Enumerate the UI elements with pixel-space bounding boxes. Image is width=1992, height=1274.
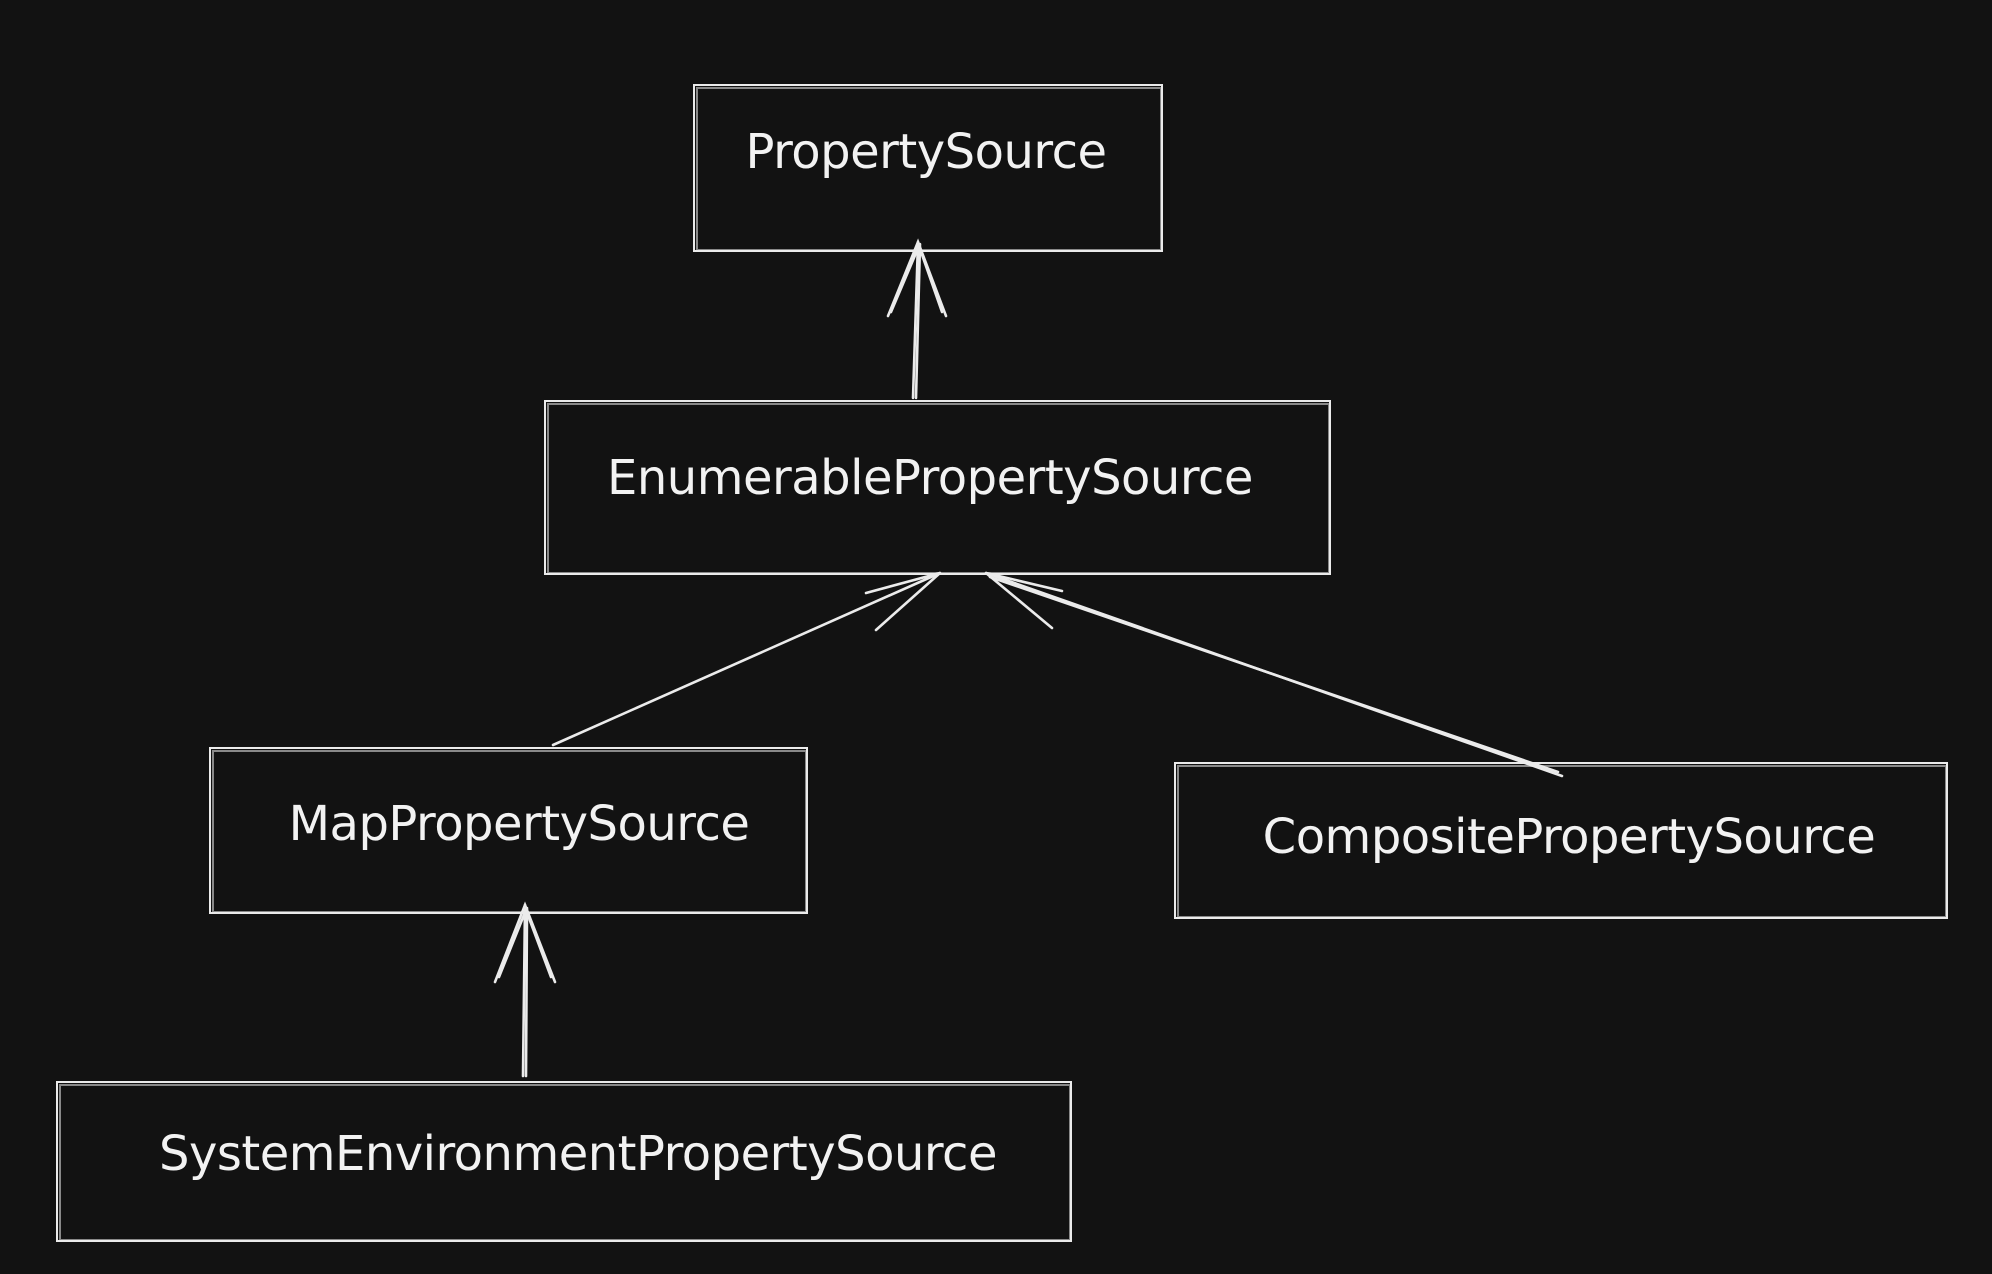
node-label: PropertySource bbox=[746, 124, 1107, 180]
edge-composite-to-enumerable bbox=[984, 571, 1564, 778]
node-enumerable-property-source[interactable]: EnumerablePropertySource bbox=[544, 400, 1331, 575]
node-label: EnumerablePropertySource bbox=[607, 450, 1253, 506]
edge-map-to-enumerable bbox=[551, 571, 942, 747]
arrowhead-icon bbox=[493, 901, 557, 984]
node-property-source[interactable]: PropertySource bbox=[693, 84, 1163, 252]
node-map-property-source[interactable]: MapPropertySource bbox=[209, 747, 808, 914]
arrowhead-icon bbox=[985, 571, 1064, 630]
node-composite-property-source[interactable]: CompositePropertySource bbox=[1174, 762, 1948, 919]
edge-enumerable-to-property-source bbox=[886, 238, 948, 400]
arrowhead-icon bbox=[886, 238, 948, 318]
node-label: CompositePropertySource bbox=[1263, 809, 1876, 865]
node-label: MapPropertySource bbox=[289, 796, 750, 852]
node-label: SystemEnvironmentPropertySource bbox=[159, 1126, 997, 1182]
node-system-environment-property-source[interactable]: SystemEnvironmentPropertySource bbox=[56, 1081, 1072, 1242]
edge-system-environment-to-map bbox=[493, 901, 557, 1078]
